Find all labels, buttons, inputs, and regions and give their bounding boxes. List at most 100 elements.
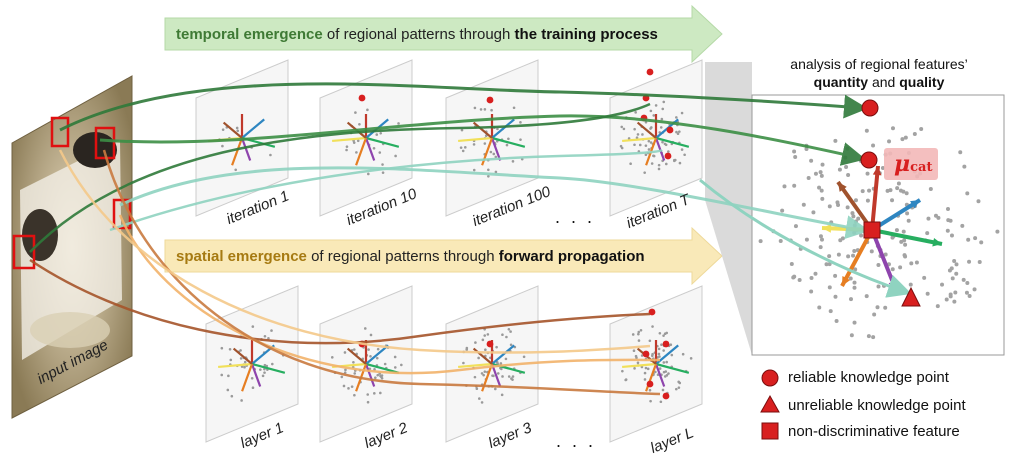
analysis-dot	[860, 189, 865, 194]
layer-panel-1-dot	[250, 376, 254, 380]
analysis-dot	[819, 173, 824, 178]
layer-panel-L-dot	[660, 343, 663, 346]
analysis-dot	[954, 262, 959, 267]
spatial-bold: forward propagation	[498, 248, 645, 265]
mu-symbol: μ	[894, 151, 911, 177]
layer-panel-3-dot	[482, 373, 485, 377]
iteration-panel-100-dot	[473, 106, 477, 110]
analysis-dot	[966, 237, 971, 242]
layer-panel-L-knowledge-point	[662, 392, 670, 400]
analysis-dot	[853, 267, 858, 272]
layer-panel-3-dot	[483, 370, 487, 373]
layer-panel-3-dot	[504, 357, 508, 361]
layer-panel-1-dot	[251, 325, 255, 328]
layer-panel-2-dot	[400, 363, 403, 367]
layer-panel-L-knowledge-point	[642, 350, 650, 358]
iteration-panel-T-dot	[622, 127, 626, 131]
iteration-panel-10-dot	[358, 122, 361, 126]
analysis-dot	[914, 260, 919, 265]
iteration-panel-1-vector	[241, 118, 265, 139]
layer-panel-3-dot	[501, 375, 504, 378]
layer-panel-2-dot	[353, 393, 356, 397]
arrow-red-head	[872, 166, 882, 176]
analysis-dot	[962, 164, 967, 169]
analysis-dot	[844, 165, 849, 170]
iteration-panel-T-dot	[650, 126, 653, 129]
pattern-curve-6	[29, 258, 651, 345]
layer-panel-L-knowledge-point	[646, 380, 654, 388]
mu-subscript: cat	[910, 160, 933, 175]
analysis-dot	[945, 228, 950, 233]
iteration-panel-T-dot	[627, 137, 631, 140]
layer-panel-L-dot	[651, 325, 654, 328]
layer-panel-L-vector	[645, 363, 658, 392]
iteration-panel-T-dot	[657, 163, 661, 167]
layer-panel-2-dot	[350, 385, 354, 388]
layer-panel-3-dot	[496, 361, 499, 365]
pattern-curve-unreliable	[699, 178, 912, 298]
iteration-panel-10-dot	[345, 145, 349, 148]
pattern-curve-7	[118, 214, 661, 375]
iteration-panel-T-dot	[659, 126, 663, 129]
pattern-curve-2	[99, 114, 866, 166]
layer-panel-2-vector	[365, 344, 389, 365]
analysis-dot	[801, 202, 806, 207]
layer-panel-3-dot	[500, 393, 504, 397]
iteration-panel-T-dot	[644, 144, 648, 147]
analysis-dot	[845, 205, 850, 210]
iteration-panel-T-dot	[636, 133, 640, 136]
layer-panel-1-dot	[271, 362, 274, 366]
layer-panel-2-dot	[343, 351, 347, 354]
layer-panel-3-dot	[505, 335, 508, 339]
iteration-panel-T-dot	[644, 120, 648, 124]
iteration-panel-10-dot	[367, 172, 370, 176]
layer-panel-L-dot	[657, 347, 661, 351]
layer-panel-3-dot	[491, 374, 494, 377]
layer-panel-2-vector	[346, 347, 367, 365]
iteration-panel-1-vector	[231, 137, 244, 166]
layer-panel-L-dot	[658, 367, 662, 370]
layer-panel-1-dot	[251, 386, 255, 390]
layer-panel-2-dot	[393, 366, 397, 369]
analysis-dot	[922, 275, 927, 280]
iteration-panel-T-dot	[662, 100, 666, 104]
layer-panel-2-dot	[376, 347, 380, 351]
analysis-dot	[977, 259, 982, 264]
analysis-dot	[848, 276, 853, 281]
analysis-dot	[876, 263, 881, 268]
layer-panel-1-dot	[243, 360, 247, 364]
analysis-dot	[789, 262, 794, 267]
analysis-dot	[819, 237, 824, 242]
iteration-panel-T-dot	[661, 140, 664, 144]
iteration-panel-100-dot	[496, 127, 499, 131]
analysis-dot	[961, 277, 966, 282]
layer-panel-L-dot	[646, 367, 650, 371]
iteration-panel-T-dot	[675, 116, 678, 119]
analysis-dot	[865, 198, 870, 203]
analysis-dot	[864, 294, 869, 299]
iteration-panel-T-dot	[644, 153, 648, 157]
analysis-dot	[778, 238, 783, 243]
analysis-dot	[792, 274, 797, 279]
analysis-dot	[871, 143, 876, 148]
iteration-panel-T-dot	[654, 104, 658, 107]
pattern-curve-4	[119, 166, 870, 240]
analysis-dot	[973, 236, 978, 241]
layer-panel-L-knowledge-point	[662, 340, 670, 348]
iteration-panel-1-dot	[236, 129, 240, 133]
analysis-dot	[871, 335, 876, 340]
iteration-panel-10-vector	[364, 137, 376, 161]
analysis-dot	[960, 223, 965, 228]
layer-panel-L-dot	[659, 400, 663, 404]
analysis-dot	[958, 150, 963, 155]
layer-panel-1-dot	[230, 394, 234, 398]
layer-panel-2-dot	[374, 376, 377, 380]
analysis-dot	[864, 128, 869, 133]
iteration-panel-T-dot	[678, 130, 681, 133]
analysis-dot	[894, 228, 899, 233]
layer-panel-3-dot	[501, 333, 504, 337]
analysis-dot	[813, 271, 818, 276]
layer-panel-3-dot	[478, 397, 481, 400]
analysis-dot	[758, 239, 763, 244]
iteration-panel-T-dot	[633, 127, 636, 131]
